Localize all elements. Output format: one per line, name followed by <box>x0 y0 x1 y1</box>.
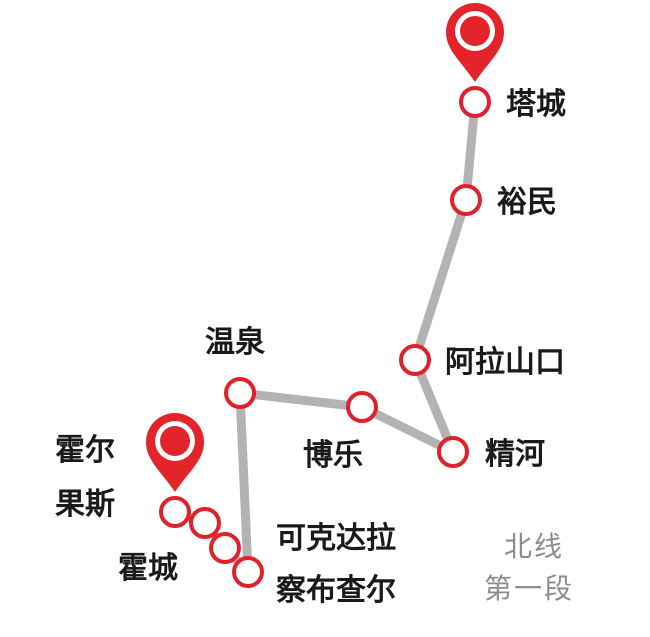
label-tacheng: 塔城 <box>506 87 566 122</box>
label-alashankou: 阿拉山口 <box>445 345 565 380</box>
label-huoerguosi-line2: 果斯 <box>55 487 115 522</box>
label-kekedala: 可克达拉 <box>276 521 396 556</box>
station-jinghe-icon <box>437 436 469 468</box>
start-map-pin-icon <box>446 3 504 82</box>
station-huocheng-icon <box>189 507 221 539</box>
station-huoerguosi-icon <box>159 496 191 528</box>
station-kekedala-icon <box>209 532 241 564</box>
station-yumin-icon <box>450 184 482 216</box>
label-bole: 博乐 <box>303 438 363 473</box>
label-huoerguosi-line1: 霍尔 <box>55 433 115 468</box>
station-chabuchaer-icon <box>232 556 264 588</box>
label-huocheng: 霍城 <box>118 551 178 586</box>
label-jinghe: 精河 <box>485 437 545 472</box>
label-wenquan: 温泉 <box>205 325 265 360</box>
label-yumin: 裕民 <box>497 185 557 220</box>
route-line <box>170 97 480 577</box>
label-chabuchaer: 察布查尔 <box>276 573 396 608</box>
station-markers <box>159 86 491 588</box>
caption-line2: 第一段 <box>484 572 574 605</box>
station-tacheng-icon <box>459 86 491 118</box>
end-map-pin-icon <box>146 413 204 492</box>
caption-line1: 北线 <box>504 530 564 563</box>
station-bole-icon <box>346 391 378 423</box>
station-wenquan-icon <box>224 377 256 409</box>
station-alashankou-icon <box>399 344 431 376</box>
